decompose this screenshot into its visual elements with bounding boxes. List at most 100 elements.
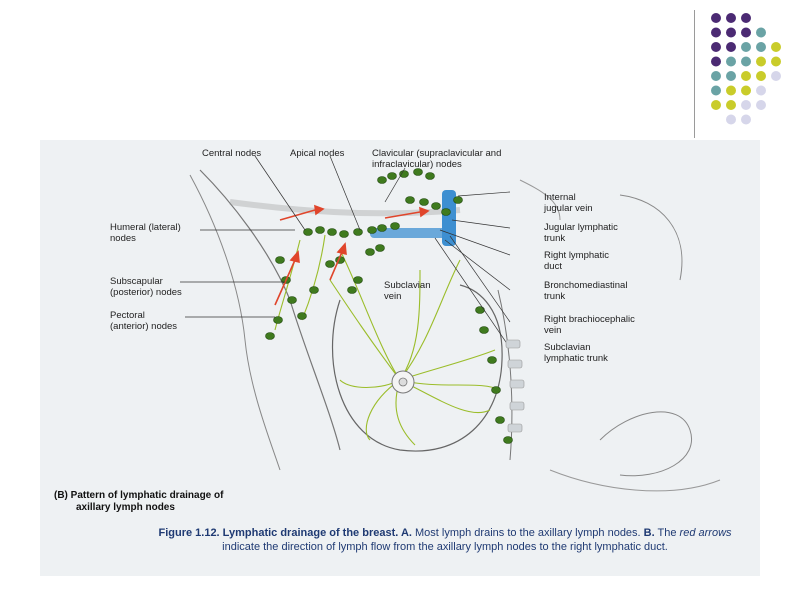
figure-caption-text3: indicate the direction of lymph flow fro… [222, 541, 668, 553]
figure-caption-text1: Most lymph drains to the axillary lymph … [411, 527, 644, 539]
decorative-dot [756, 56, 766, 67]
neck-bracket [619, 194, 683, 281]
lymph-node [339, 230, 349, 238]
label-subclavian-vein: Subclavian vein [384, 280, 431, 302]
label-central-nodes: Central nodes [202, 148, 262, 159]
decorative-dot [756, 42, 766, 52]
lymph-node [309, 286, 319, 294]
decorative-dot [726, 13, 736, 23]
label-pectoral-nodes: Pectoral (anterior) nodes [110, 310, 178, 332]
decorative-dot [741, 71, 751, 81]
lymph-node [367, 226, 377, 234]
decorative-dot [771, 42, 781, 52]
label-internal-jugular-vein: Internal jugular vein [544, 192, 593, 214]
label-apical-nodes: Apical nodes [290, 148, 345, 159]
lymph-node [377, 176, 387, 184]
lymph-node [425, 172, 435, 180]
lymph-node [375, 244, 385, 252]
decorative-dot [741, 13, 751, 23]
lymph-node [325, 260, 335, 268]
lymph-node [287, 296, 297, 304]
lymph-node [413, 168, 423, 176]
label-subclavian-lymphatic-trunk: Subclavian lymphatic trunk [544, 342, 608, 364]
lymph-node [399, 170, 409, 178]
figure-caption: Figure 1.12. Lymphatic drainage of the b… [150, 526, 740, 554]
decorative-dot [711, 27, 721, 38]
decorative-dot [756, 71, 766, 81]
lymph-node [353, 228, 363, 236]
lymph-node [347, 286, 357, 294]
lymphatic-drainage-illustration [180, 155, 721, 492]
lymph-node [503, 436, 513, 444]
figure-caption-text2: The [654, 527, 680, 539]
lymph-node [315, 226, 325, 234]
lymph-node [265, 332, 275, 340]
lymph-node [475, 306, 485, 314]
lymph-node [495, 416, 505, 424]
panel-b-caption-line1: (B) Pattern of lymphatic drainage of [54, 490, 224, 501]
decorative-dot [756, 100, 766, 110]
lymph-node [275, 256, 285, 264]
decorative-dot [726, 27, 736, 38]
figure-caption-b-label: B. [643, 527, 655, 539]
right-breast-outline [599, 411, 693, 477]
decorative-dot [756, 85, 766, 96]
lymph-node [405, 196, 415, 204]
lymph-node [419, 198, 429, 206]
label-humeral-nodes: Humeral (lateral) nodes [110, 222, 181, 244]
figure-caption-title: Figure 1.12. Lymphatic drainage of the b… [158, 527, 412, 539]
neck-outline [519, 179, 561, 221]
decorative-dot [711, 56, 721, 67]
decorative-dot [711, 100, 721, 110]
lymph-node [487, 356, 497, 364]
decorative-dot [741, 42, 751, 52]
label-jugular-lymphatic-trunk: Jugular lymphatic trunk [544, 222, 618, 244]
arm-outline [189, 174, 281, 471]
chest-wall [497, 289, 513, 461]
lymph-node [491, 386, 501, 394]
label-clavicular-nodes: Clavicular (supraclavicular and infracla… [372, 148, 502, 170]
lymph-node [387, 172, 397, 180]
decorative-dot [741, 85, 751, 96]
lymph-flow-arrows [274, 204, 430, 306]
decorative-dot [741, 114, 751, 125]
decorative-dot [726, 71, 736, 81]
decorative-dot [726, 56, 736, 67]
decorative-dot [771, 71, 781, 81]
lymph-node [303, 228, 313, 236]
decorative-dot [711, 85, 721, 96]
label-leader-lines [180, 155, 511, 349]
lymph-node [273, 316, 283, 324]
decorative-dot [726, 85, 736, 96]
decorative-dot [726, 114, 736, 125]
rib-ends [505, 339, 525, 433]
lymph-node [479, 326, 489, 334]
lymph-node [327, 228, 337, 236]
lymph-node [377, 224, 387, 232]
decorative-dot [741, 100, 751, 110]
decorative-dot [711, 13, 721, 23]
lymph-node [353, 276, 363, 284]
decorative-dot [741, 56, 751, 67]
decorative-dot [756, 27, 766, 38]
decorative-dot-grid [711, 13, 781, 125]
figure-caption-emphasis: red arrows [679, 527, 732, 539]
label-right-lymphatic-duct: Right lymphatic duct [544, 250, 609, 272]
slide-divider-line [694, 10, 695, 138]
nipple [398, 377, 408, 387]
lymph-node [441, 208, 451, 216]
decorative-dot [711, 71, 721, 81]
lymph-node [365, 248, 375, 256]
lymph-node [453, 196, 463, 204]
decorative-dot [711, 42, 721, 52]
subclavian-vein-shape [370, 228, 450, 238]
lymph-node [390, 222, 400, 230]
label-subscapular-nodes: Subscapular (posterior) nodes [110, 276, 182, 298]
lymph-node [297, 312, 307, 320]
decorative-dot [741, 27, 751, 38]
lymph-vessel-network [274, 234, 501, 446]
figure-panel: Central nodes Apical nodes Clavicular (s… [40, 140, 760, 576]
decorative-dot [726, 100, 736, 110]
decorative-dot [771, 56, 781, 67]
decorative-dot [726, 42, 736, 52]
